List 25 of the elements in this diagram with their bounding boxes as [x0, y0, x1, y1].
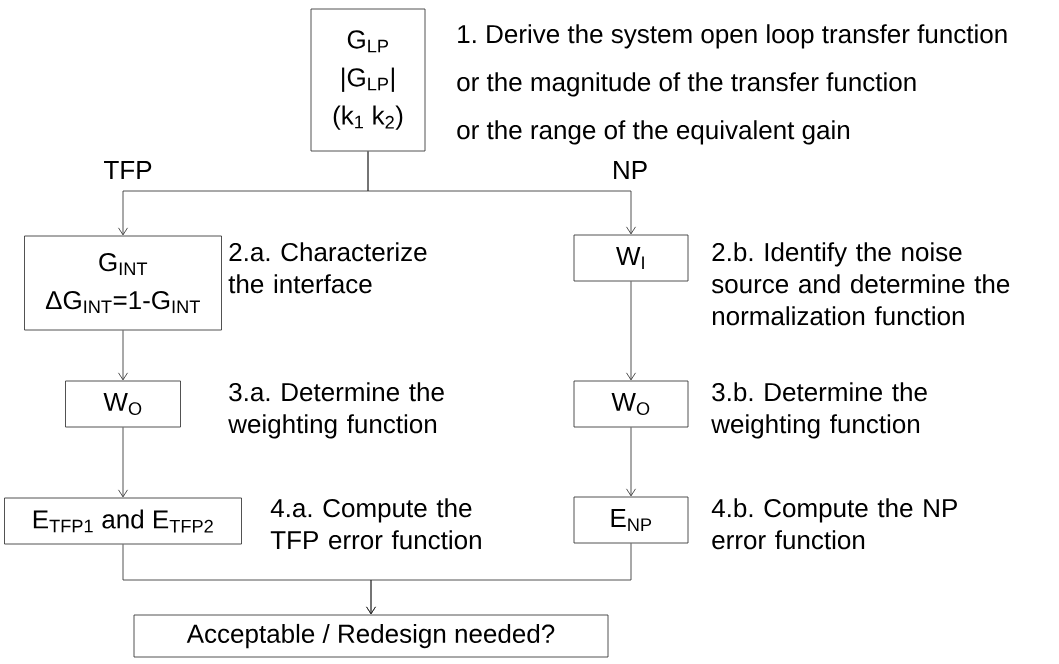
arrow: [626, 427, 636, 497]
process-box: Acceptable / Redesign needed?: [133, 614, 609, 658]
process-box: E$_{NP}$: [573, 496, 689, 544]
step-description: 1. Derive the system open loop transfer function: [458, 24, 1007, 49]
step-description: 2.b. Identify the noise source and determine the normalization function: [711, 242, 1010, 326]
step-description: 2.a. Characterize the interface: [228, 242, 427, 294]
edge-label: TFP: [102, 160, 154, 180]
step-description: or the magnitude of the transfer function: [457, 72, 916, 97]
step-description: 3.a. Determine the weighting function: [228, 382, 444, 439]
step-description: 4.a. Compute the TFP error function: [270, 498, 481, 550]
arrow: [367, 151, 636, 235]
process-box: W$_{O}$: [65, 380, 181, 428]
arrow: [626, 281, 636, 381]
arrow: [366, 543, 632, 615]
step-description: or the range of the equivalent gain: [457, 120, 850, 145]
edge-label: NP: [610, 160, 650, 180]
process-box: G$_{INT}$ ΔG$_{INT}$=1-G$_{INT}$: [24, 235, 222, 331]
step-description: 4.b. Compute the NP error function: [711, 498, 957, 550]
process-box: G$_{LP}$ |G$_{LP}$| (k$_{1}$ k$_{2}$): [310, 8, 426, 152]
arrow: [118, 427, 128, 498]
process-box: E$_{TFP1}$ and E$_{TFP2}$: [4, 497, 242, 545]
step-description: 3.b. Determine the weighting function: [711, 382, 927, 439]
process-box: W$_{I}$: [573, 234, 689, 282]
arrow: [118, 330, 128, 381]
process-box: W$_{O}$: [573, 380, 689, 428]
